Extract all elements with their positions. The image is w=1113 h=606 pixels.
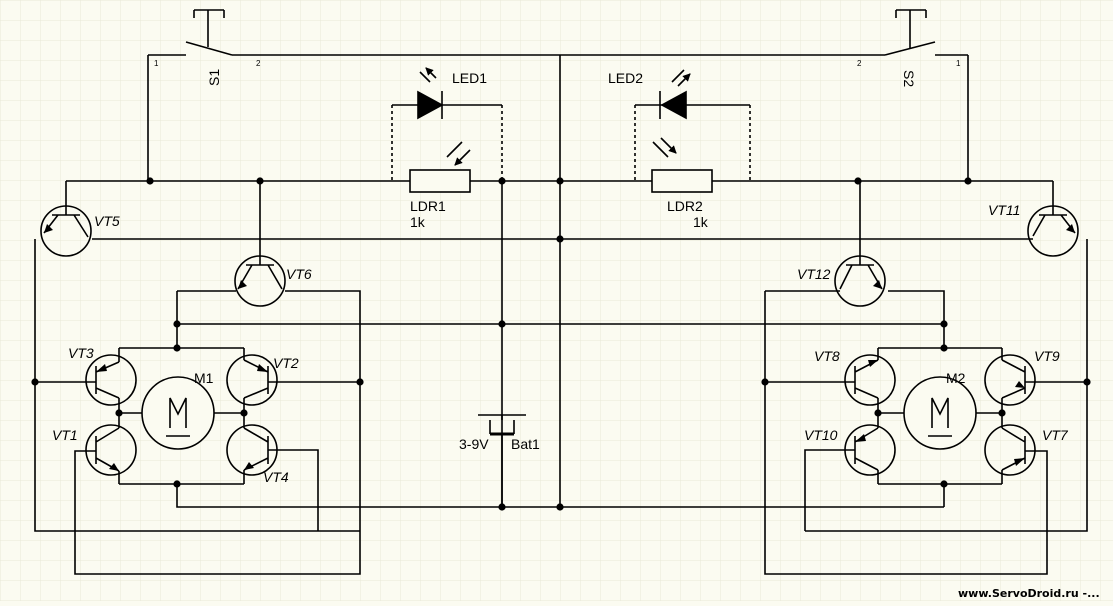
s2-label: S2 [901,70,917,87]
transistor-vt12 [834,255,886,307]
vt12-label: VT12 [797,266,831,282]
transistor-vt7 [984,424,1036,476]
motor-m1-label: M1 [194,370,214,386]
led2 [634,70,751,181]
transistor-vt5 [40,205,92,257]
watermark: www.ServoDroid.ru -... [958,587,1100,600]
led2-label: LED2 [608,70,643,86]
switch-s2[interactable] [884,9,936,56]
transistor-arrows [44,224,1075,471]
transistor-vt11 [1027,205,1079,257]
vt11-label: VT11 [988,202,1020,218]
led1-label: LED1 [452,70,487,86]
transistor-vt1 [85,424,137,476]
ldr2-label: LDR2 [667,198,703,214]
vt2-label: VT2 [273,355,299,371]
vt4-label: VT4 [263,469,289,485]
ldr1 [409,141,471,193]
s1-label: S1 [206,69,222,86]
s2-pin2-label: 2 [857,59,862,68]
s1-pin2-label: 2 [256,59,261,68]
vt9-label: VT9 [1034,348,1060,364]
led1 [391,68,503,181]
s1-pin1-label: 1 [154,59,159,68]
transistor-vt4 [226,424,278,476]
wires [34,54,1088,575]
ldr1-value: 1k [410,214,426,230]
motor-m2-label: M2 [946,370,966,386]
transistor-vt2 [226,354,278,406]
junctions [31,177,1091,511]
battery [478,414,526,436]
transistor-vt10 [844,424,896,476]
transistor-vt6 [234,255,286,307]
vt10-label: VT10 [804,427,838,443]
vt3-label: VT3 [68,345,94,361]
transistor-vt8 [844,354,896,406]
transistor-vt3 [85,354,137,406]
vt8-label: VT8 [814,348,840,364]
motor-m1 [141,376,215,450]
vt6-label: VT6 [286,266,312,282]
transistors [40,205,1079,476]
ldr2-value: 1k [693,214,709,230]
s2-pin1-label: 1 [956,59,961,68]
battery-voltage: 3-9V [459,436,489,452]
switch-s1[interactable] [185,9,233,56]
transistor-vt9 [984,354,1036,406]
vt5-label: VT5 [94,213,120,229]
battery-label: Bat1 [511,436,540,452]
ldr1-label: LDR1 [410,198,446,214]
motor-m2 [903,376,977,450]
vt7-label: VT7 [1042,427,1069,443]
vt1-label: VT1 [52,427,78,443]
ldr2 [651,137,713,193]
